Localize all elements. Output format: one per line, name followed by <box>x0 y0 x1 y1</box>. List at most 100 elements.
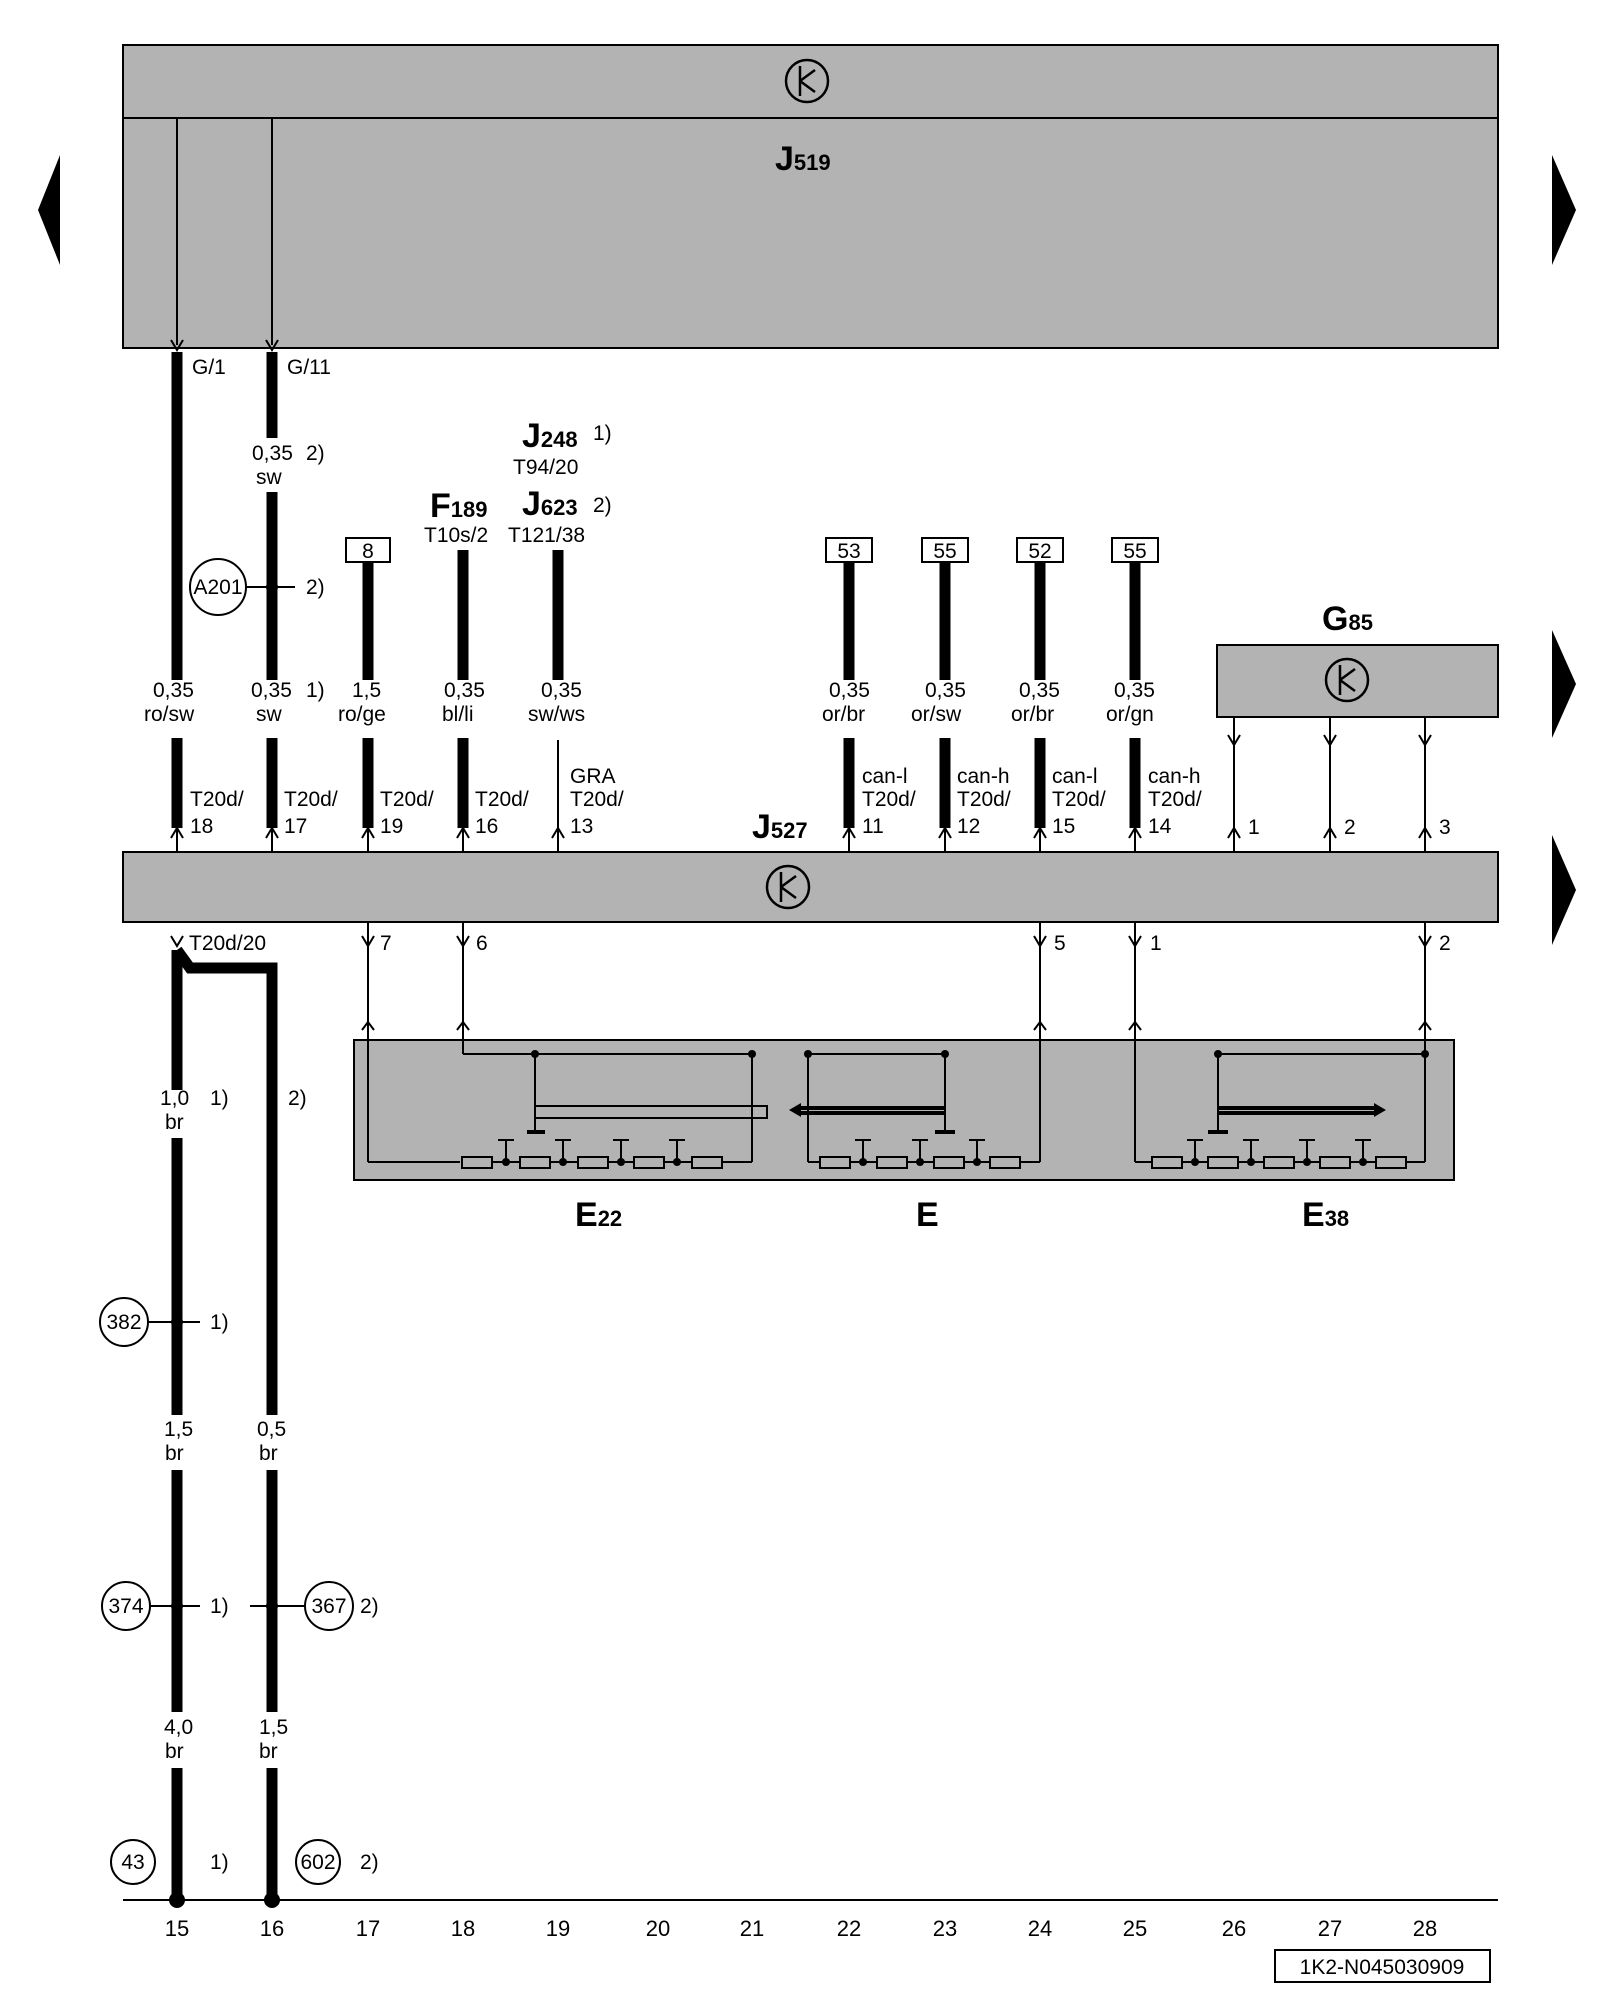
svg-text:bl/li: bl/li <box>442 703 474 726</box>
svg-text:21: 21 <box>740 1916 764 1941</box>
svg-text:13: 13 <box>570 815 593 838</box>
svg-text:22: 22 <box>837 1916 861 1941</box>
e22-label: E22 <box>575 1196 622 1234</box>
svg-text:1,5: 1,5 <box>259 1716 288 1739</box>
svg-text:15: 15 <box>1052 815 1075 838</box>
g85-box <box>1216 644 1499 718</box>
svg-text:367: 367 <box>311 1595 346 1618</box>
e-label: E <box>916 1196 939 1234</box>
svg-text:1): 1) <box>210 1087 229 1110</box>
diagram-code-box <box>1274 1949 1491 1983</box>
svg-text:18: 18 <box>190 815 213 838</box>
svg-text:602: 602 <box>300 1851 335 1874</box>
j519-label: J519 <box>775 140 831 178</box>
svg-text:3: 3 <box>1439 816 1451 839</box>
wire-16-color: sw <box>256 466 283 489</box>
svg-text:16: 16 <box>260 1916 284 1941</box>
svg-text:18: 18 <box>451 1916 475 1941</box>
e38-label: E38 <box>1302 1196 1349 1234</box>
svg-text:27: 27 <box>1318 1916 1342 1941</box>
svg-text:or/br: or/br <box>822 703 865 726</box>
svg-text:25: 25 <box>1123 1916 1147 1941</box>
svg-text:ro/sw: ro/sw <box>144 703 195 726</box>
svg-text:1): 1) <box>210 1311 229 1334</box>
svg-text:sw: sw <box>256 703 283 726</box>
svg-text:4,0: 4,0 <box>164 1716 193 1739</box>
diagram-code: 1K2-N045030909 <box>1300 1956 1465 1979</box>
nav-left-arrow[interactable] <box>38 155 60 265</box>
svg-text:T121/38: T121/38 <box>508 524 585 547</box>
g85-symbol-icon <box>1324 657 1370 703</box>
svg-text:0,35: 0,35 <box>153 679 194 702</box>
j527-symbol-icon <box>765 864 811 910</box>
nav-right-arrow-j527[interactable] <box>1552 835 1576 945</box>
ref-box-53[interactable] <box>825 537 873 563</box>
svg-text:11: 11 <box>862 815 884 838</box>
svg-text:0,35: 0,35 <box>1019 679 1060 702</box>
j527-label: J527 <box>752 808 808 846</box>
svg-text:0,35: 0,35 <box>251 679 292 702</box>
ref-box-8[interactable] <box>345 537 391 563</box>
nav-right-arrow-top[interactable] <box>1552 155 1576 265</box>
g85-label: G85 <box>1322 600 1373 638</box>
svg-text:ro/ge: ro/ge <box>338 703 386 726</box>
svg-text:T20d/: T20d/ <box>957 788 1011 811</box>
svg-text:or/gn: or/gn <box>1106 703 1154 726</box>
svg-text:17: 17 <box>284 815 307 838</box>
svg-text:can-h: can-h <box>1148 765 1201 788</box>
svg-text:24: 24 <box>1028 1916 1052 1941</box>
svg-text:2): 2) <box>306 576 325 599</box>
svg-text:br: br <box>259 1740 278 1763</box>
svg-text:2): 2) <box>593 494 612 517</box>
svg-text:T20d/: T20d/ <box>190 788 244 811</box>
svg-text:T20d/20: T20d/20 <box>189 932 266 955</box>
svg-text:can-l: can-l <box>862 765 908 788</box>
svg-text:12: 12 <box>957 815 980 838</box>
svg-text:1: 1 <box>1150 932 1162 955</box>
svg-text:1): 1) <box>306 679 325 702</box>
svg-text:0,35: 0,35 <box>829 679 870 702</box>
svg-text:16: 16 <box>475 815 498 838</box>
svg-text:8: 8 <box>362 540 374 563</box>
svg-text:20: 20 <box>646 1916 670 1941</box>
svg-text:55: 55 <box>933 540 956 563</box>
svg-text:19: 19 <box>380 815 403 838</box>
svg-text:374: 374 <box>108 1595 143 1618</box>
svg-text:6: 6 <box>476 932 488 955</box>
svg-text:43: 43 <box>121 1851 144 1874</box>
svg-text:19: 19 <box>546 1916 570 1941</box>
wire-16-pin: G/11 <box>287 356 331 379</box>
svg-text:or/sw: or/sw <box>911 703 962 726</box>
svg-text:br: br <box>165 1111 184 1134</box>
svg-text:1,5: 1,5 <box>352 679 381 702</box>
svg-text:1: 1 <box>1248 816 1260 839</box>
svg-text:T20d/: T20d/ <box>1148 788 1202 811</box>
ref-box-55b[interactable] <box>1111 537 1159 563</box>
svg-text:1): 1) <box>210 1851 229 1874</box>
svg-text:14: 14 <box>1148 815 1172 838</box>
svg-text:br: br <box>165 1740 184 1763</box>
svg-text:can-h: can-h <box>957 765 1010 788</box>
svg-text:28: 28 <box>1413 1916 1437 1941</box>
splice-43 <box>110 1839 156 1885</box>
svg-text:GRA: GRA <box>570 765 616 788</box>
svg-text:br: br <box>259 1442 278 1465</box>
svg-text:17: 17 <box>356 1916 380 1941</box>
wire-15-pin: G/1 <box>192 356 226 379</box>
svg-text:0,35: 0,35 <box>541 679 582 702</box>
svg-text:A201: A201 <box>193 576 242 599</box>
svg-text:2): 2) <box>288 1087 307 1110</box>
svg-text:T20d/: T20d/ <box>284 788 338 811</box>
nav-right-arrow-g85[interactable] <box>1552 630 1576 738</box>
j527-box <box>122 851 1499 923</box>
splice-602 <box>295 1839 341 1885</box>
svg-text:T20d/: T20d/ <box>570 788 624 811</box>
e22-switch <box>367 1040 768 1169</box>
ref-box-52[interactable] <box>1016 537 1064 563</box>
wire-16-ground-branch <box>172 946 278 1120</box>
svg-text:5: 5 <box>1054 932 1066 955</box>
svg-text:sw/ws: sw/ws <box>528 703 585 726</box>
svg-text:0,5: 0,5 <box>257 1418 286 1441</box>
j519-box <box>122 44 1499 349</box>
